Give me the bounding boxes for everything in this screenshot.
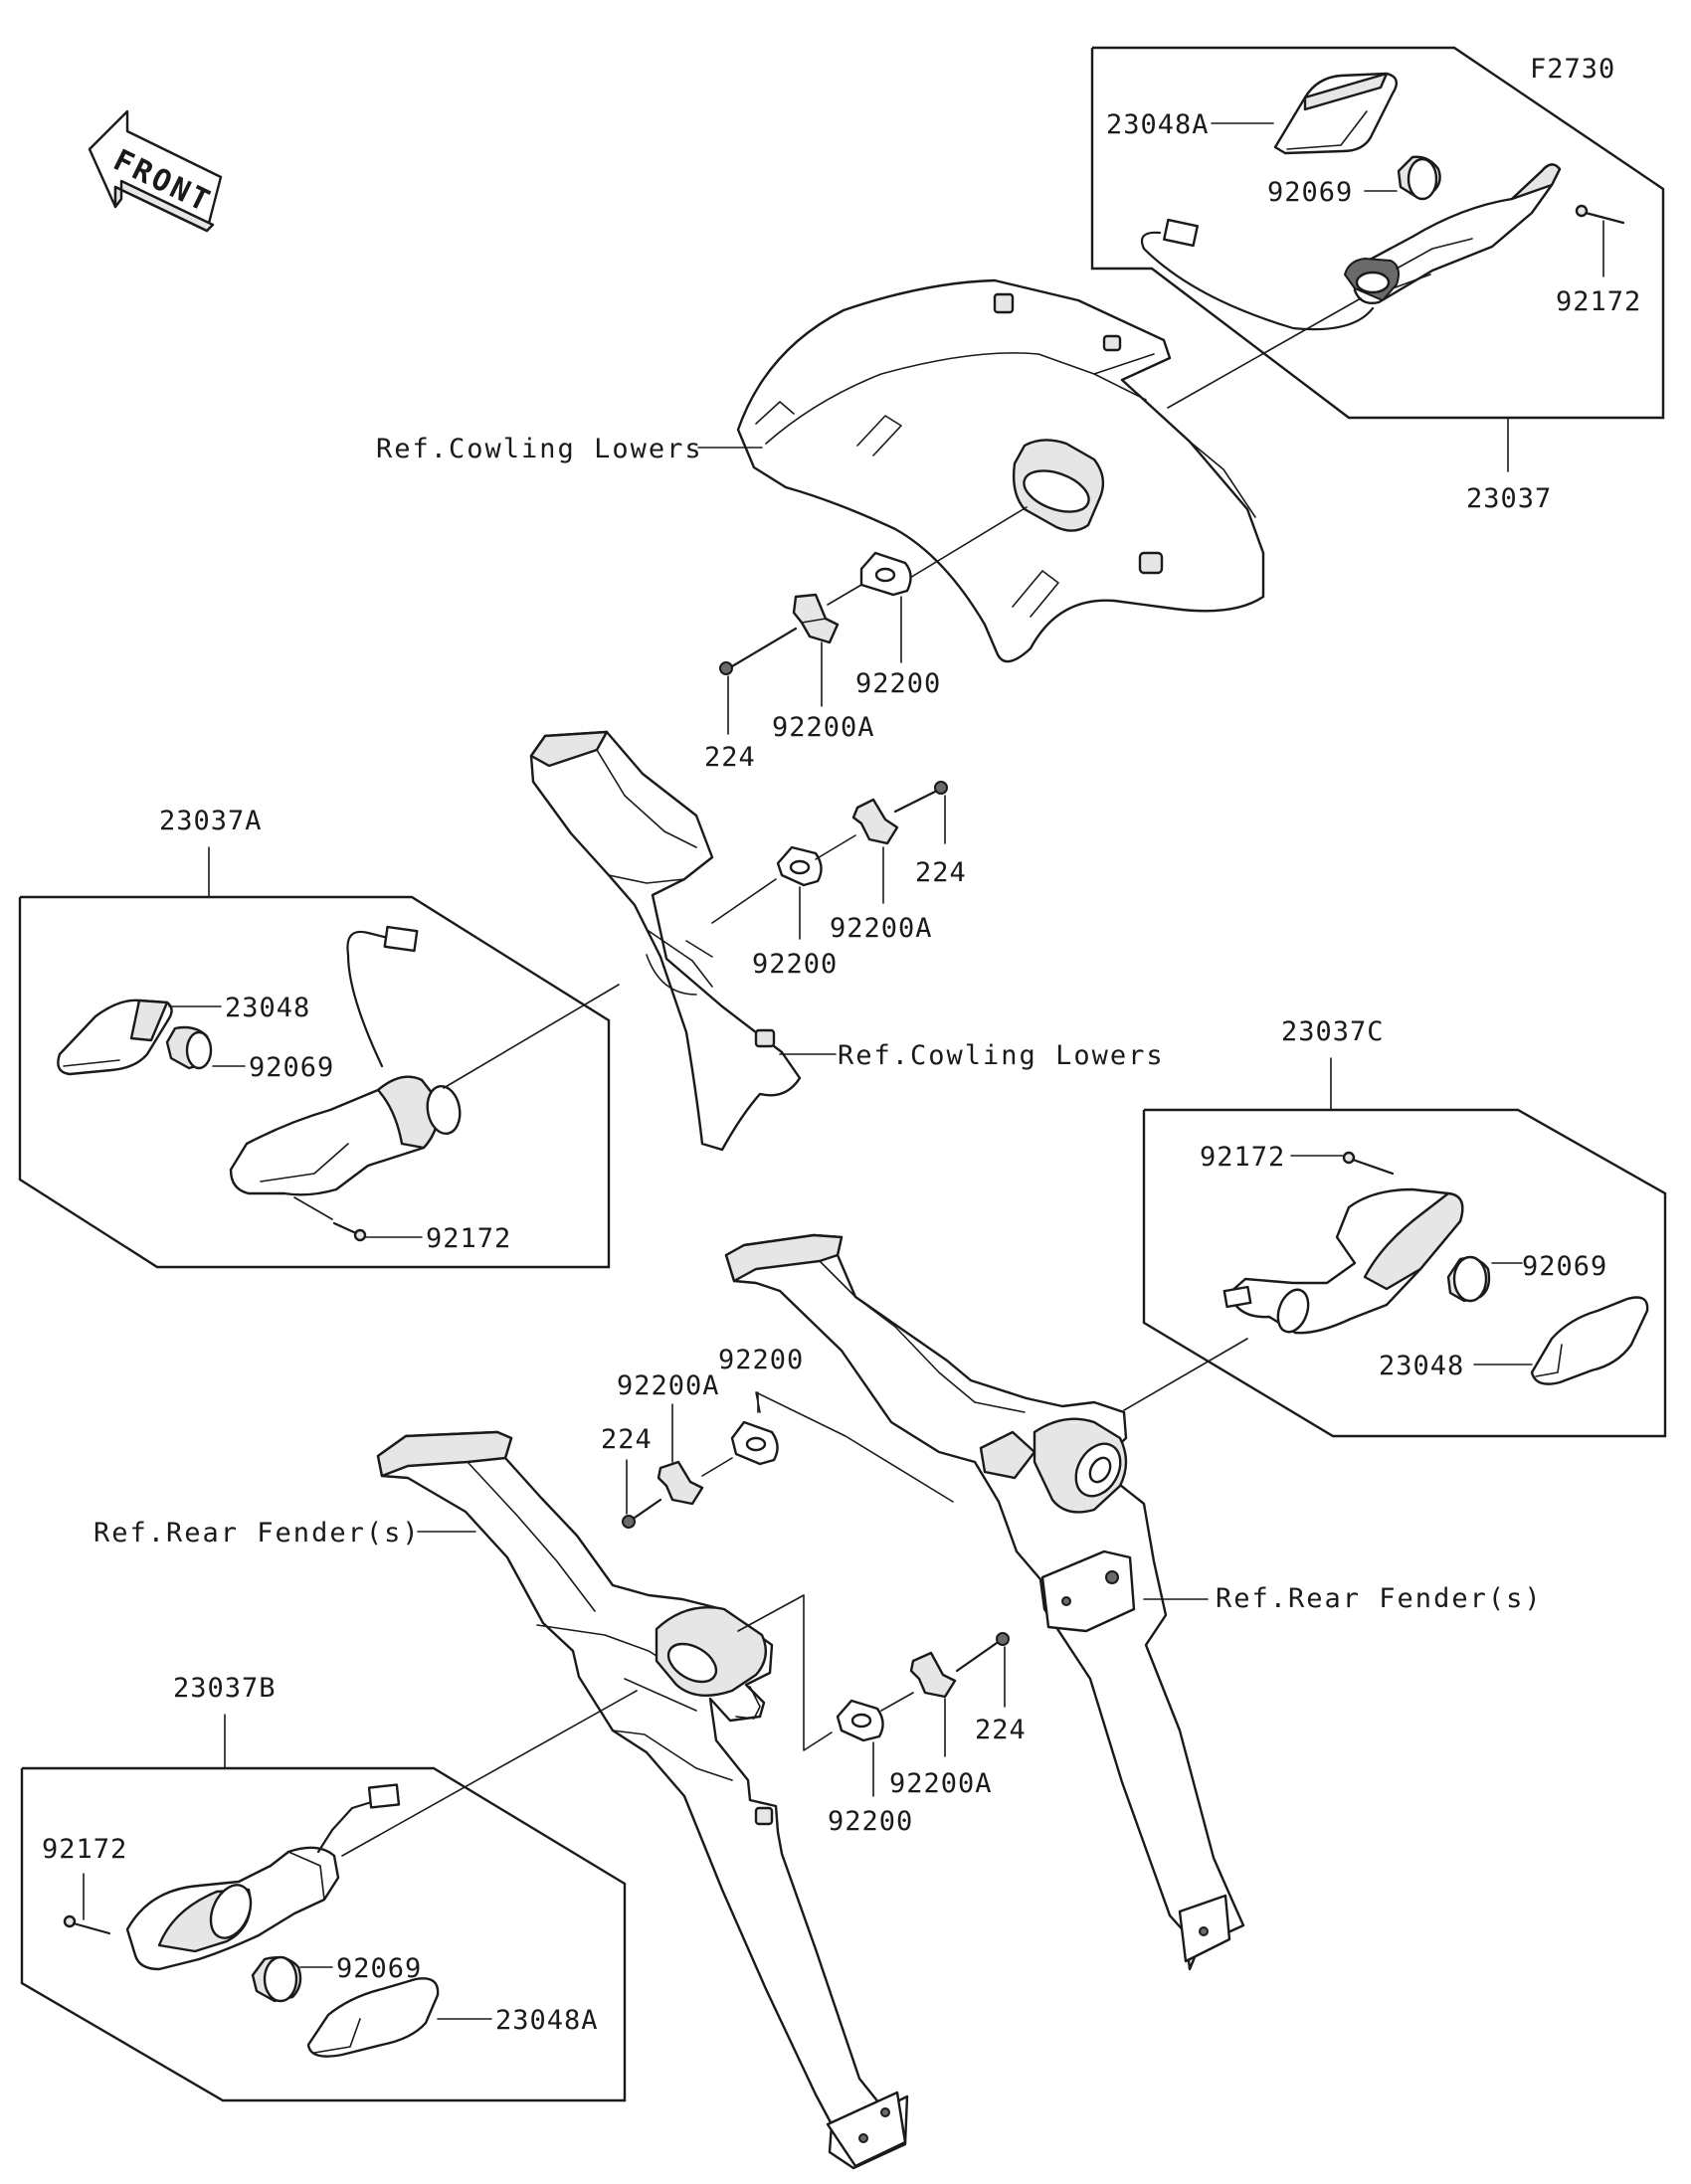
- assembly-23037A-group: 23037A 23048 92069 92172: [18, 806, 620, 1269]
- clip-icon: [909, 1651, 957, 1699]
- part-label: 92069: [336, 1953, 422, 1984]
- hardware-set-3: 92200 92200A 224: [601, 1345, 954, 1529]
- reference-label: Ref.Rear Fender(s): [94, 1518, 421, 1548]
- diagram-code: F2730: [1530, 54, 1615, 85]
- part-label: 92200A: [617, 1370, 720, 1401]
- bulb-icon: [1397, 155, 1441, 201]
- rear-fender-left: Ref.Rear Fender(s): [94, 1430, 909, 2170]
- screw-icon: [1342, 1151, 1395, 1176]
- cowling-lower-mid: Ref.Cowling Lowers: [529, 730, 1165, 1152]
- part-label: 224: [704, 742, 756, 773]
- part-label: 92200: [855, 668, 941, 699]
- screw-icon: [332, 1221, 367, 1242]
- assembly-23037B-group: 23037B 92172 92069 23048A: [20, 1673, 638, 2102]
- part-label: 224: [975, 1715, 1027, 1745]
- bolt-icon: [719, 627, 798, 675]
- part-label: 92200A: [889, 1768, 993, 1799]
- turn-signal-housing-icon: [229, 1075, 462, 1196]
- mounting-plate-icon: [776, 845, 823, 887]
- bulb-icon: [1446, 1255, 1491, 1303]
- assembly-label: 23037: [1466, 483, 1552, 514]
- hardware-set-2: 92200 92200A 224: [711, 781, 967, 980]
- mounting-plate-icon: [859, 551, 912, 597]
- clip-icon: [851, 798, 899, 845]
- reference-label: Ref.Cowling Lowers: [838, 1040, 1165, 1071]
- assembly-label: 23037C: [1281, 1016, 1385, 1047]
- lens-icon: [1530, 1296, 1649, 1385]
- turn-signal-housing-icon: [1222, 1187, 1464, 1335]
- mounting-plate-icon: [730, 1420, 779, 1466]
- clip-icon: [792, 593, 840, 644]
- part-label: 23048A: [1106, 109, 1210, 140]
- part-label: 92200: [718, 1345, 804, 1375]
- part-label: 92069: [249, 1052, 334, 1083]
- bolt-icon: [893, 781, 948, 814]
- assembly-box-23037A: [18, 895, 611, 1269]
- bulb-icon: [251, 1955, 302, 2003]
- part-label: 224: [915, 857, 967, 888]
- lens-icon: [1273, 72, 1399, 155]
- part-label: 92069: [1522, 1251, 1607, 1282]
- hardware-set-1: 92200 92200A 224: [704, 551, 941, 773]
- bolt-icon: [622, 1498, 662, 1529]
- assembly-box-23037: [1090, 46, 1665, 420]
- assembly-box-23037C: [1142, 1108, 1667, 1438]
- assembly-box-23037B: [20, 1766, 627, 2102]
- part-label: 92172: [426, 1223, 511, 1254]
- part-label: 92200: [828, 1806, 913, 1837]
- lens-icon: [57, 999, 173, 1076]
- part-label: 92200: [752, 949, 838, 980]
- mounting-plate-icon: [836, 1699, 884, 1742]
- reference-label: Ref.Cowling Lowers: [376, 434, 703, 464]
- front-arrow-icon: FRONT: [88, 109, 223, 233]
- part-label: 23048: [1379, 1351, 1464, 1381]
- part-label: 224: [601, 1424, 653, 1455]
- part-label: 92172: [1200, 1142, 1285, 1173]
- wire-harness: [346, 930, 394, 1068]
- bolt-icon: [955, 1632, 1010, 1673]
- screw-icon: [1575, 204, 1625, 225]
- part-label: 92200A: [772, 712, 875, 743]
- assembly-label: 23037B: [173, 1673, 277, 1704]
- hardware-set-4: 92200 92200A 224: [737, 1594, 1027, 1837]
- part-label: 23048: [225, 993, 310, 1023]
- assembly-23037C-group: 23037C 92172 92069 23048: [1123, 1016, 1667, 1438]
- assembly-23037-group: 23048A 92069 92172 23037: [1090, 46, 1665, 514]
- part-label: 92172: [42, 1834, 127, 1865]
- lens-icon: [306, 1977, 440, 2058]
- reference-label: Ref.Rear Fender(s): [1216, 1583, 1543, 1614]
- cowling-lower-upper: Ref.Cowling Lowers: [376, 278, 1265, 663]
- part-label: 23048A: [495, 2005, 599, 2036]
- wire-harness: [1140, 231, 1375, 331]
- turn-signal-housing-icon: [125, 1846, 340, 1971]
- part-label: 92172: [1556, 286, 1641, 317]
- bulb-icon: [165, 1025, 213, 1070]
- part-label: 92069: [1267, 177, 1353, 208]
- part-label: 92200A: [830, 913, 933, 944]
- turn-signal-housing-icon: [1344, 163, 1562, 304]
- assembly-label: 23037A: [159, 806, 263, 836]
- clip-icon: [657, 1460, 704, 1506]
- wire-harness: [316, 1798, 380, 1854]
- rear-fender-right: Ref.Rear Fender(s): [724, 1233, 1543, 1971]
- screw-icon: [63, 1914, 111, 1935]
